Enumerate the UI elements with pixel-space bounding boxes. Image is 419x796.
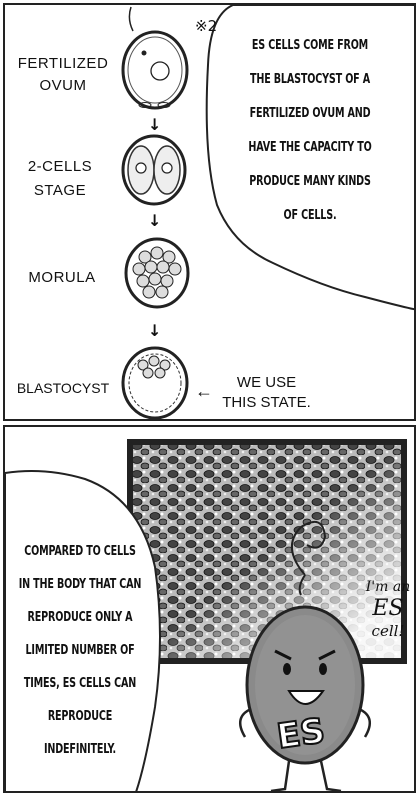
- bottom-panel: ES I'm an ES cell! COMPARED TO CELLS IN …: [3, 425, 416, 793]
- character-speech-line: I'm an: [357, 577, 416, 597]
- stage-label-line: OVUM: [13, 75, 113, 97]
- footnote-marker: ※2: [195, 17, 217, 35]
- bubble-line: INDEFINITELY.: [19, 733, 142, 766]
- blastocyst-illustration: [123, 348, 187, 418]
- stage-label-blastocyst: BLASTOCYST: [7, 380, 119, 396]
- arrow-down-icon: ↓: [148, 321, 161, 340]
- bubble-line: REPRODUCE ONLY A: [19, 601, 142, 634]
- callout-line: WE USE: [215, 373, 318, 393]
- stage-label-morula: MORULA: [17, 269, 107, 286]
- bubble-line: PRODUCE MANY KINDS: [224, 165, 396, 199]
- stage-label-line: STAGE: [15, 179, 105, 203]
- stage-label-line: 2-CELLS: [15, 155, 105, 179]
- bubble-line: ES CELLS COME FROM: [224, 29, 396, 63]
- stage-label-line: FERTILIZED: [13, 53, 113, 75]
- stage-label-fertilized-ovum: FERTILIZED OVUM: [13, 53, 113, 97]
- callout-we-use-this-state: ← WE USE THIS STATE.: [193, 373, 318, 413]
- bubble-line: FERTILIZED OVUM AND: [224, 97, 396, 131]
- two-cell-illustration: [123, 136, 185, 204]
- stage-label-line: BLASTOCYST: [7, 380, 119, 396]
- bubble-line: COMPARED TO CELLS: [19, 535, 142, 568]
- bubble-line: REPRODUCE: [19, 700, 142, 733]
- bubble-line: THE BLASTOCYST OF A: [224, 63, 396, 97]
- callout-line: THIS STATE.: [215, 393, 318, 413]
- arrow-down-icon: ↓: [148, 211, 161, 230]
- top-bubble-text: ES CELLS COME FROM THE BLASTOCYST OF A F…: [224, 29, 396, 233]
- arrow-down-icon: ↓: [148, 115, 161, 134]
- bottom-bubble-text: COMPARED TO CELLS IN THE BODY THAT CAN R…: [19, 535, 142, 766]
- morula-illustration: [126, 239, 188, 307]
- bubble-line: TIMES, ES CELLS CAN: [19, 667, 142, 700]
- bubble-line: HAVE THE CAPACITY TO: [224, 131, 396, 165]
- bubble-line: OF CELLS.: [224, 199, 396, 233]
- arrow-left-icon: ←: [195, 381, 213, 401]
- top-panel: ※2 FERTILIZED OVUM ↓ 2-CELLS STAGE ↓ MOR…: [3, 3, 416, 421]
- character-speech: I'm an ES cell!: [357, 577, 416, 641]
- bubble-line: LIMITED NUMBER OF: [19, 634, 142, 667]
- stage-label-two-cells: 2-CELLS STAGE: [15, 155, 105, 203]
- stage-label-line: MORULA: [17, 269, 107, 286]
- es-body-lettering: ES: [269, 710, 334, 758]
- fertilized-ovum-illustration: [123, 7, 187, 108]
- character-speech-line: cell!: [357, 621, 416, 641]
- character-speech-line: ES: [357, 597, 416, 621]
- bubble-line: IN THE BODY THAT CAN: [19, 568, 142, 601]
